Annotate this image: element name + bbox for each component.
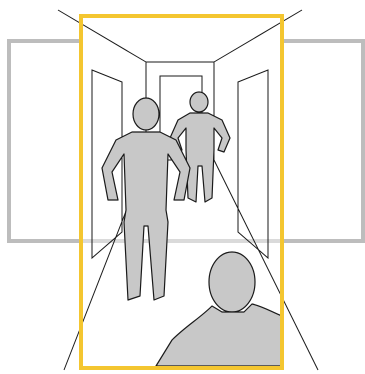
corridor-illustration <box>0 0 365 374</box>
